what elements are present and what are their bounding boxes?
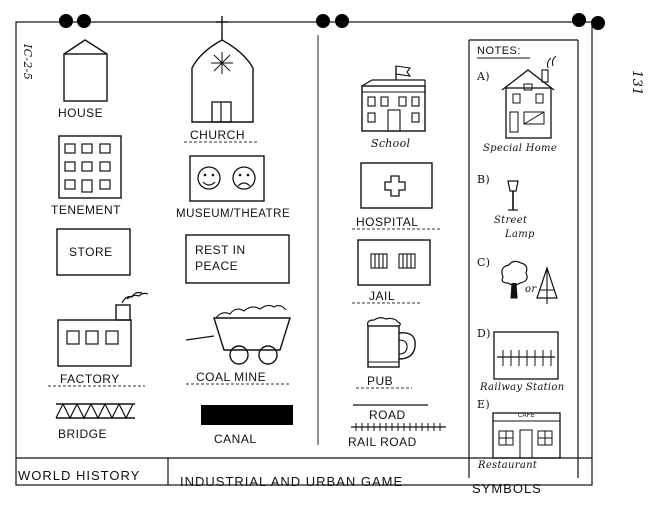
bridge-label: BRIDGE	[58, 427, 108, 441]
note-d-marker: D)	[477, 327, 491, 340]
note-e-marker: E)	[477, 398, 490, 411]
jail-label: JAIL	[369, 289, 396, 303]
railroad-label: RAIL ROAD	[348, 435, 417, 449]
special-home-label: Special Home	[483, 143, 558, 154]
note-b-marker: B)	[477, 173, 490, 186]
footer-course: WORLD HISTORY	[18, 468, 141, 483]
footer-symbols: SYMBOLS	[472, 481, 542, 496]
hospital-label: HOSPITAL	[356, 215, 419, 229]
house-label: HOUSE	[58, 106, 104, 120]
notes-heading: NOTES:	[477, 45, 521, 57]
tree-or-label: or	[525, 284, 537, 295]
railway-station-label: Railway Station	[480, 382, 565, 393]
note-c-marker: C)	[477, 256, 491, 269]
street-lamp-label-1: Street	[494, 215, 528, 226]
restaurant-sign: CAFE	[518, 413, 535, 419]
factory-label: FACTORY	[60, 372, 120, 386]
note-a-marker: A)	[477, 70, 490, 83]
road-label: ROAD	[369, 408, 406, 422]
store-label: STORE	[69, 245, 113, 259]
coal-mine-label: COAL MINE	[196, 370, 267, 384]
rest-in-peace-line1: REST IN	[195, 243, 246, 257]
pub-label: PUB	[367, 374, 394, 388]
tenement-label: TENEMENT	[51, 203, 121, 217]
school-label: School	[371, 137, 411, 150]
museum-theatre-label: MUSEUM/THEATRE	[176, 208, 291, 220]
rest-in-peace-line2: PEACE	[195, 259, 239, 273]
footer-title: INDUSTRIAL AND URBAN GAME	[180, 474, 404, 489]
church-label: CHURCH	[190, 128, 245, 142]
restaurant-label: Restaurant	[478, 460, 538, 471]
canal-label: CANAL	[214, 432, 257, 446]
street-lamp-label-2: Lamp	[505, 229, 535, 240]
